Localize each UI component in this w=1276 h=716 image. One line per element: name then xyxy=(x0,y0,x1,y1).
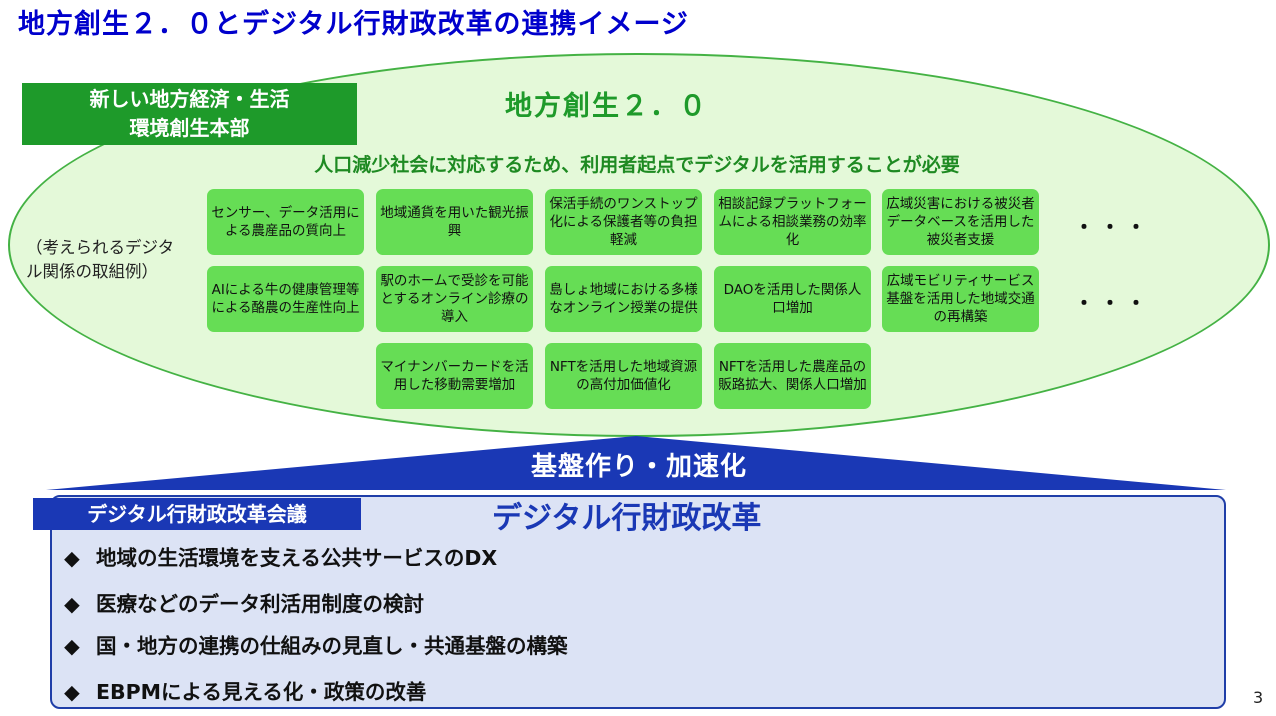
need-statement: 人口減少社会に対応するため、利用者起点でデジタルを活用することが必要 xyxy=(314,154,960,176)
example-card: 地域通貨を用いた観光振興 xyxy=(376,189,533,255)
foundation-arrow-shape xyxy=(46,436,1226,490)
example-card: NFTを活用した農産品の販路拡大、関係人口増加 xyxy=(714,343,871,409)
more-examples-dots: ・・・ xyxy=(1074,215,1152,239)
council-label: デジタル行財政改革会議 xyxy=(33,498,361,530)
side-label-line2: ル関係の取組例） xyxy=(26,262,158,281)
headquarters-label-line1: 新しい地方経済・生活 xyxy=(89,87,290,111)
reform-bullet-item: ◆ 医療などのデータ利活用制度の検討 xyxy=(64,587,424,617)
example-card: AIによる牛の健康管理等による酪農の生産性向上 xyxy=(207,266,364,332)
example-card: DAOを活用した関係人口増加 xyxy=(714,266,871,332)
examples-side-label: （考えられるデジタ ル関係の取組例） xyxy=(26,236,202,284)
reform-bullet-text: EBPMによる見える化・政策の改善 xyxy=(96,680,427,704)
example-card: 駅のホームで受診を可能とするオンライン診療の導入 xyxy=(376,266,533,332)
reform-bullet-item: ◆ 国・地方の連携の仕組みの見直し・共通基盤の構築 xyxy=(64,629,568,659)
reform-bullet-text: 地域の生活環境を支える公共サービスのDX xyxy=(96,546,498,570)
foundation-label: 基盤作り・加速化 xyxy=(530,452,747,482)
reform-bullet-item: ◆ 地域の生活環境を支える公共サービスのDX xyxy=(64,541,497,571)
reform-bullet-item: ◆ EBPMによる見える化・政策の改善 xyxy=(64,675,426,705)
reform-bullet-text: 国・地方の連携の仕組みの見直し・共通基盤の構築 xyxy=(96,634,568,658)
example-card: 広域モビリティサービス基盤を活用した地域交通の再構築 xyxy=(882,266,1039,332)
digital-reform-box xyxy=(50,495,1226,709)
diamond-bullet-icon: ◆ xyxy=(64,680,80,704)
example-card: 広域災害における被災者データベースを活用した被災者支援 xyxy=(882,189,1039,255)
example-card: マイナンバーカードを活用した移動需要増加 xyxy=(376,343,533,409)
digital-reform-heading: デジタル行財政改革 xyxy=(492,501,762,536)
example-card: 島しょ地域における多様なオンライン授業の提供 xyxy=(545,266,702,332)
diamond-bullet-icon: ◆ xyxy=(64,592,80,616)
example-card: センサー、データ活用による農産品の質向上 xyxy=(207,189,364,255)
headquarters-label-line2: 環境創生本部 xyxy=(129,116,250,140)
example-card: 相談記録プラットフォームによる相談業務の効率化 xyxy=(714,189,871,255)
headquarters-label: 新しい地方経済・生活 環境創生本部 xyxy=(22,83,357,145)
reform-bullet-text: 医療などのデータ利活用制度の検討 xyxy=(96,592,424,616)
side-label-line1: （考えられるデジタ xyxy=(26,238,175,257)
regional-revitalization-heading: 地方創生２．０ xyxy=(505,91,708,122)
page-title: 地方創生２．０とデジタル行財政改革の連携イメージ xyxy=(18,9,689,40)
example-card: 保活手続のワンストップ化による保護者等の負担軽減 xyxy=(545,189,702,255)
more-examples-dots: ・・・ xyxy=(1074,291,1152,315)
example-card: NFTを活用した地域資源の高付加価値化 xyxy=(545,343,702,409)
page-number: 3 xyxy=(1253,688,1264,707)
diamond-bullet-icon: ◆ xyxy=(64,546,80,570)
diamond-bullet-icon: ◆ xyxy=(64,634,80,658)
